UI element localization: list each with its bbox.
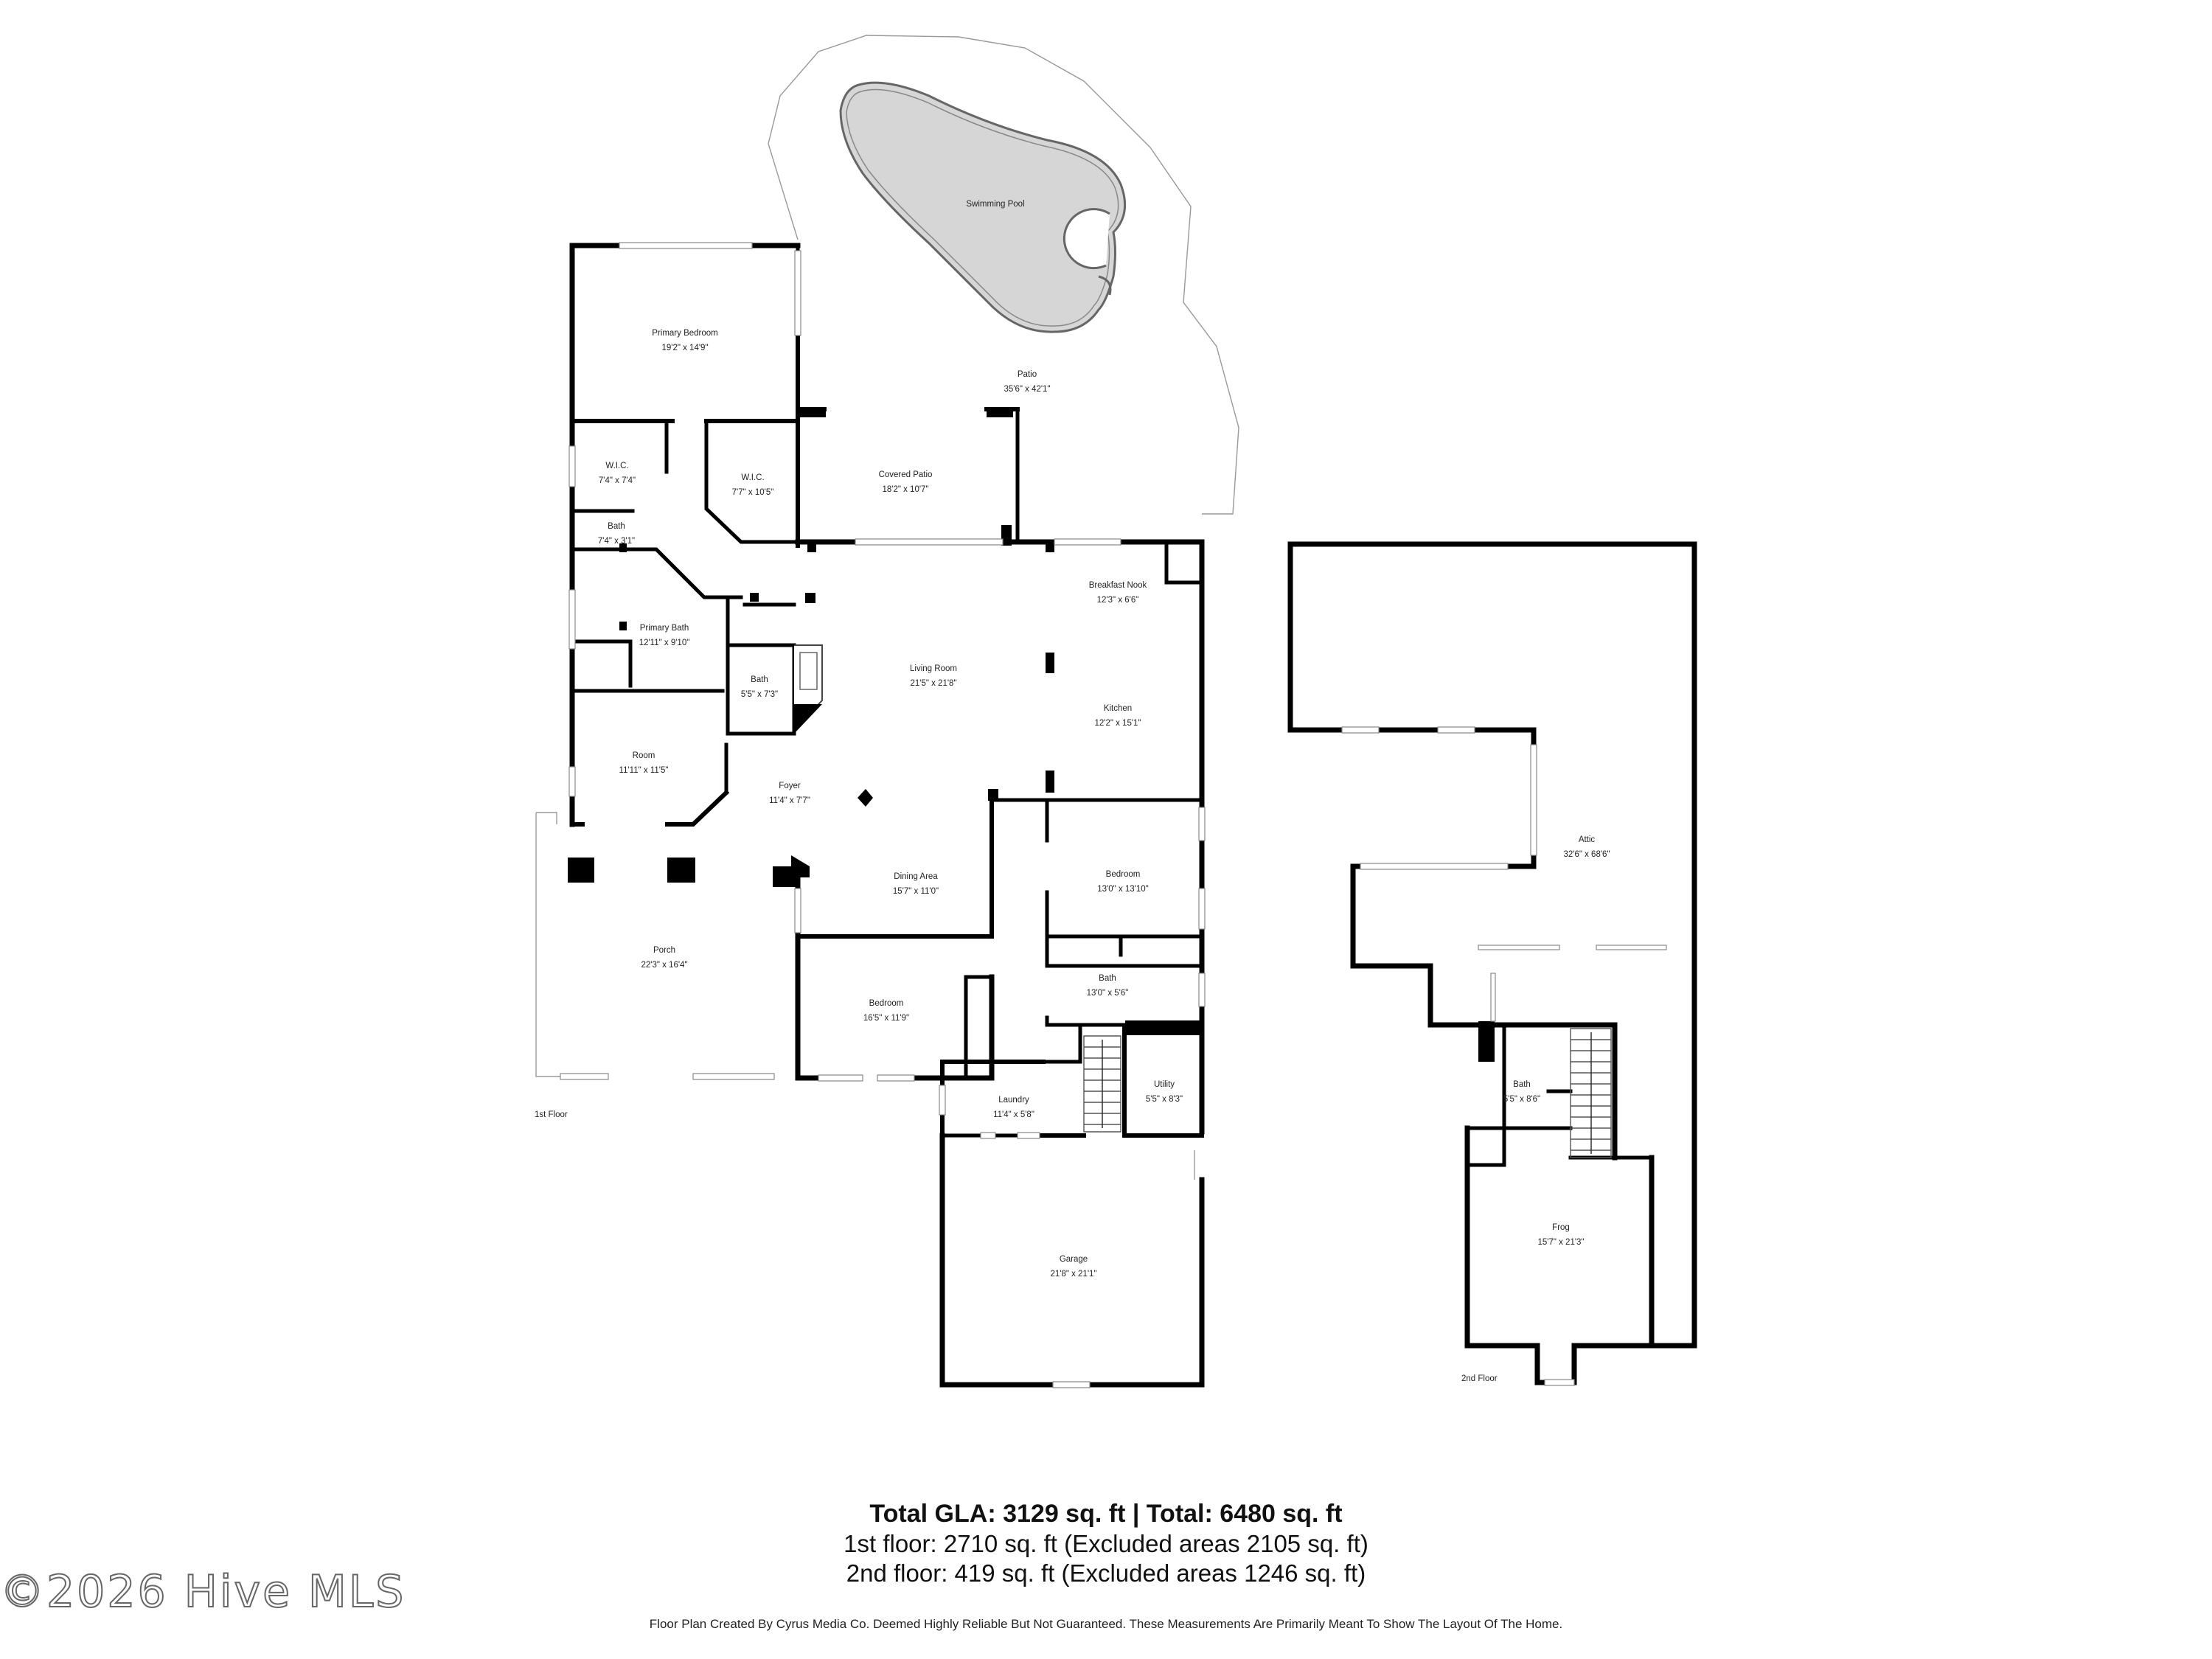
room-name-utility: Utility [1154, 1080, 1175, 1089]
room-dims-foyer: 11'4" x 7'7" [769, 796, 810, 805]
pool-step [1098, 275, 1112, 296]
room-dims-covered-patio: 18'2" x 10'7" [882, 485, 928, 494]
room-dims-bath-2nd: 5'5" x 8'6" [1503, 1095, 1540, 1104]
room-name-wic-2: W.I.C. [741, 473, 764, 482]
room-dims-wic-2: 7'7" x 10'5" [732, 488, 774, 497]
room-name-porch: Porch [653, 946, 675, 955]
room-name-patio: Patio [1018, 370, 1037, 379]
room-name-covered-patio: Covered Patio [879, 470, 933, 479]
room-dims-bedroom-right: 13'0" x 13'10" [1097, 885, 1148, 894]
room-name-garage: Garage [1060, 1255, 1088, 1264]
room-name-primary-bath: Primary Bath [640, 624, 689, 633]
first-floor-area: 1st floor: 2710 sq. ft (Excluded areas 2… [844, 1530, 1368, 1557]
room-name-bath-2nd: Bath [1513, 1080, 1531, 1089]
room-name-primary-bedroom: Primary Bedroom [652, 329, 717, 338]
spa [1062, 208, 1110, 270]
stairs-second-floor [1570, 1028, 1612, 1158]
disclaimer-text: Floor Plan Created By Cyrus Media Co. De… [649, 1617, 1563, 1631]
room-name-laundry: Laundry [998, 1096, 1029, 1105]
room-dims-dining-area: 15'7" x 11'0" [893, 887, 939, 896]
room-name-room: Room [633, 751, 655, 760]
room-labels: Swimming Pool Patio 35'6" x 42'1" Primar… [535, 200, 1610, 1383]
room-dims-kitchen: 12'2" x 15'1" [1094, 719, 1141, 728]
room-dims-primary-bath: 12'11" x 9'10" [639, 639, 690, 647]
room-name-bedroom-lower: Bedroom [869, 999, 904, 1008]
room-name-attic: Attic [1579, 835, 1596, 844]
room-dims-primary-bedroom: 19'2" x 14'9" [661, 344, 708, 352]
room-dims-room: 11'11" x 11'5" [619, 766, 669, 775]
room-name-swimming-pool: Swimming Pool [966, 200, 1024, 209]
room-name-kitchen: Kitchen [1104, 704, 1132, 713]
room-dims-laundry: 11'4" x 5'8" [993, 1110, 1034, 1119]
room-name-wic-1: W.I.C. [605, 462, 628, 470]
total-area: Total GLA: 3129 sq. ft | Total: 6480 sq.… [869, 1500, 1343, 1528]
room-name-bath-hall: Bath [751, 675, 768, 684]
room-name-bath-small: Bath [608, 522, 625, 531]
swimming-pool-inner [846, 88, 1119, 327]
swimming-pool [839, 81, 1127, 333]
room-dims-bath-small: 7'4" x 3'1" [598, 537, 635, 546]
second-floor-windows [1341, 726, 1667, 1386]
stairs-first-floor [1083, 1035, 1121, 1133]
room-dims-wic-1: 7'4" x 7'4" [599, 476, 636, 485]
room-dims-porch: 22'3" x 16'4" [641, 961, 687, 970]
room-name-bath-right: Bath [1099, 974, 1116, 983]
room-name-frog: Frog [1552, 1223, 1570, 1232]
windows [560, 242, 1206, 1388]
room-dims-patio: 35'6" x 42'1" [1004, 385, 1050, 394]
area-summary: Total GLA: 3129 sq. ft | Total: 6480 sq.… [0, 1498, 2212, 1588]
floor-label-first: 1st Floor [535, 1110, 568, 1119]
second-floor-area: 2nd floor: 419 sq. ft (Excluded areas 12… [846, 1559, 1366, 1587]
room-name-breakfast-nook: Breakfast Nook [1089, 581, 1147, 590]
first-floor-walls [535, 243, 1205, 1388]
room-dims-bath-right: 13'0" x 5'6" [1087, 989, 1129, 998]
mls-watermark: ©2026 Hive MLS [0, 1565, 406, 1618]
floor-label-second: 2nd Floor [1461, 1374, 1498, 1383]
room-name-bedroom-right: Bedroom [1106, 870, 1141, 879]
room-dims-garage: 21'8" x 21'1" [1050, 1270, 1096, 1279]
room-dims-bedroom-lower: 16'5" x 11'9" [863, 1014, 909, 1023]
room-dims-utility: 5'5" x 8'3" [1146, 1095, 1183, 1104]
fireplace [793, 644, 823, 734]
structural-blocks [568, 407, 1495, 1062]
room-dims-attic: 32'6" x 68'6" [1563, 850, 1610, 859]
room-dims-frog: 15'7" x 21'3" [1537, 1238, 1584, 1247]
room-dims-breakfast-nook: 12'3" x 6'6" [1097, 596, 1139, 605]
room-name-dining-area: Dining Area [894, 872, 938, 881]
room-name-living-room: Living Room [910, 664, 957, 673]
patio-outline [768, 35, 1239, 515]
room-dims-bath-hall: 5'5" x 7'3" [741, 690, 778, 699]
second-floor-walls [1287, 541, 1697, 1385]
room-name-foyer: Foyer [779, 782, 801, 790]
room-dims-living-room: 21'5" x 21'8" [910, 679, 956, 688]
